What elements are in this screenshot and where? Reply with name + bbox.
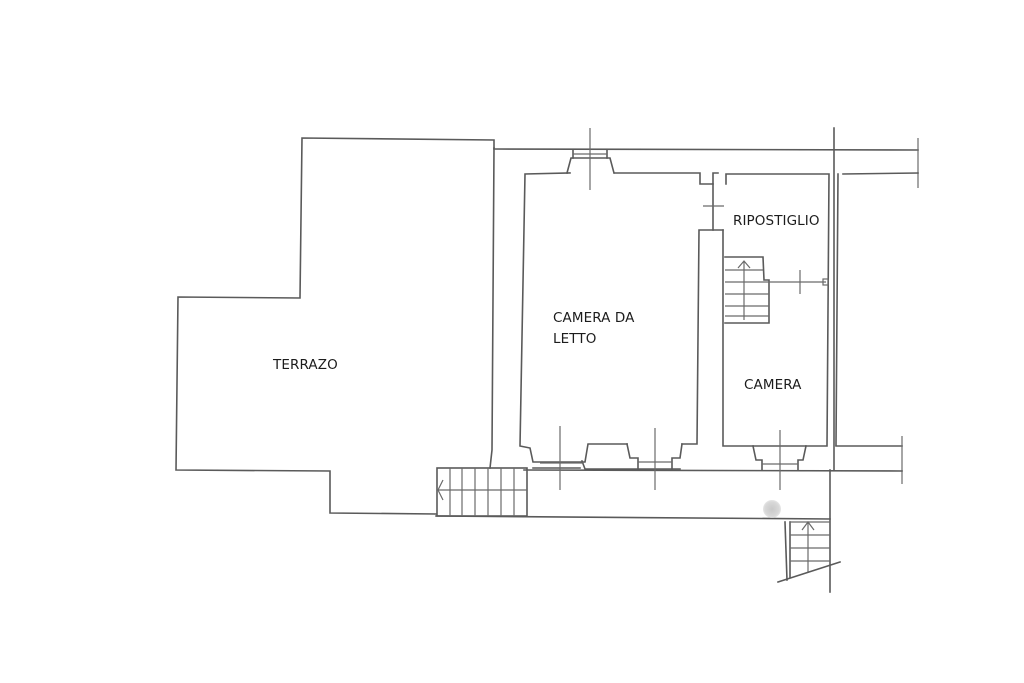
smudge-mark (763, 500, 781, 518)
terrazo-label: TERRAZO (273, 357, 338, 373)
staircase-ripostiglio (724, 256, 829, 324)
terrace-outline (175, 137, 831, 520)
camera-da-letto-walls (519, 172, 724, 470)
room-label-ripostiglio: RIPOSTIGLIO (733, 211, 820, 232)
camera-da-letto-label-line1: CAMERA DA (553, 310, 635, 326)
window-bottom-mid (626, 428, 683, 490)
room-label-terrazo: TERRAZO (273, 355, 338, 376)
room-label-camera: CAMERA (744, 375, 802, 396)
ripostiglio-camera-walls (523, 127, 903, 484)
window-camera-bottom (752, 430, 807, 490)
ripostiglio-label: RIPOSTIGLIO (733, 213, 820, 229)
room-label-camera-da-letto: CAMERA DA LETTO (553, 308, 635, 350)
window-top (566, 128, 615, 190)
top-wall (493, 138, 919, 188)
staircase-terrace (436, 467, 528, 517)
camera-label: CAMERA (744, 377, 802, 393)
staircase-exterior (776, 469, 842, 593)
window-bottom-left (540, 426, 583, 490)
camera-da-letto-label-line2: LETTO (553, 331, 597, 347)
door-ripostiglio-left (703, 183, 724, 231)
